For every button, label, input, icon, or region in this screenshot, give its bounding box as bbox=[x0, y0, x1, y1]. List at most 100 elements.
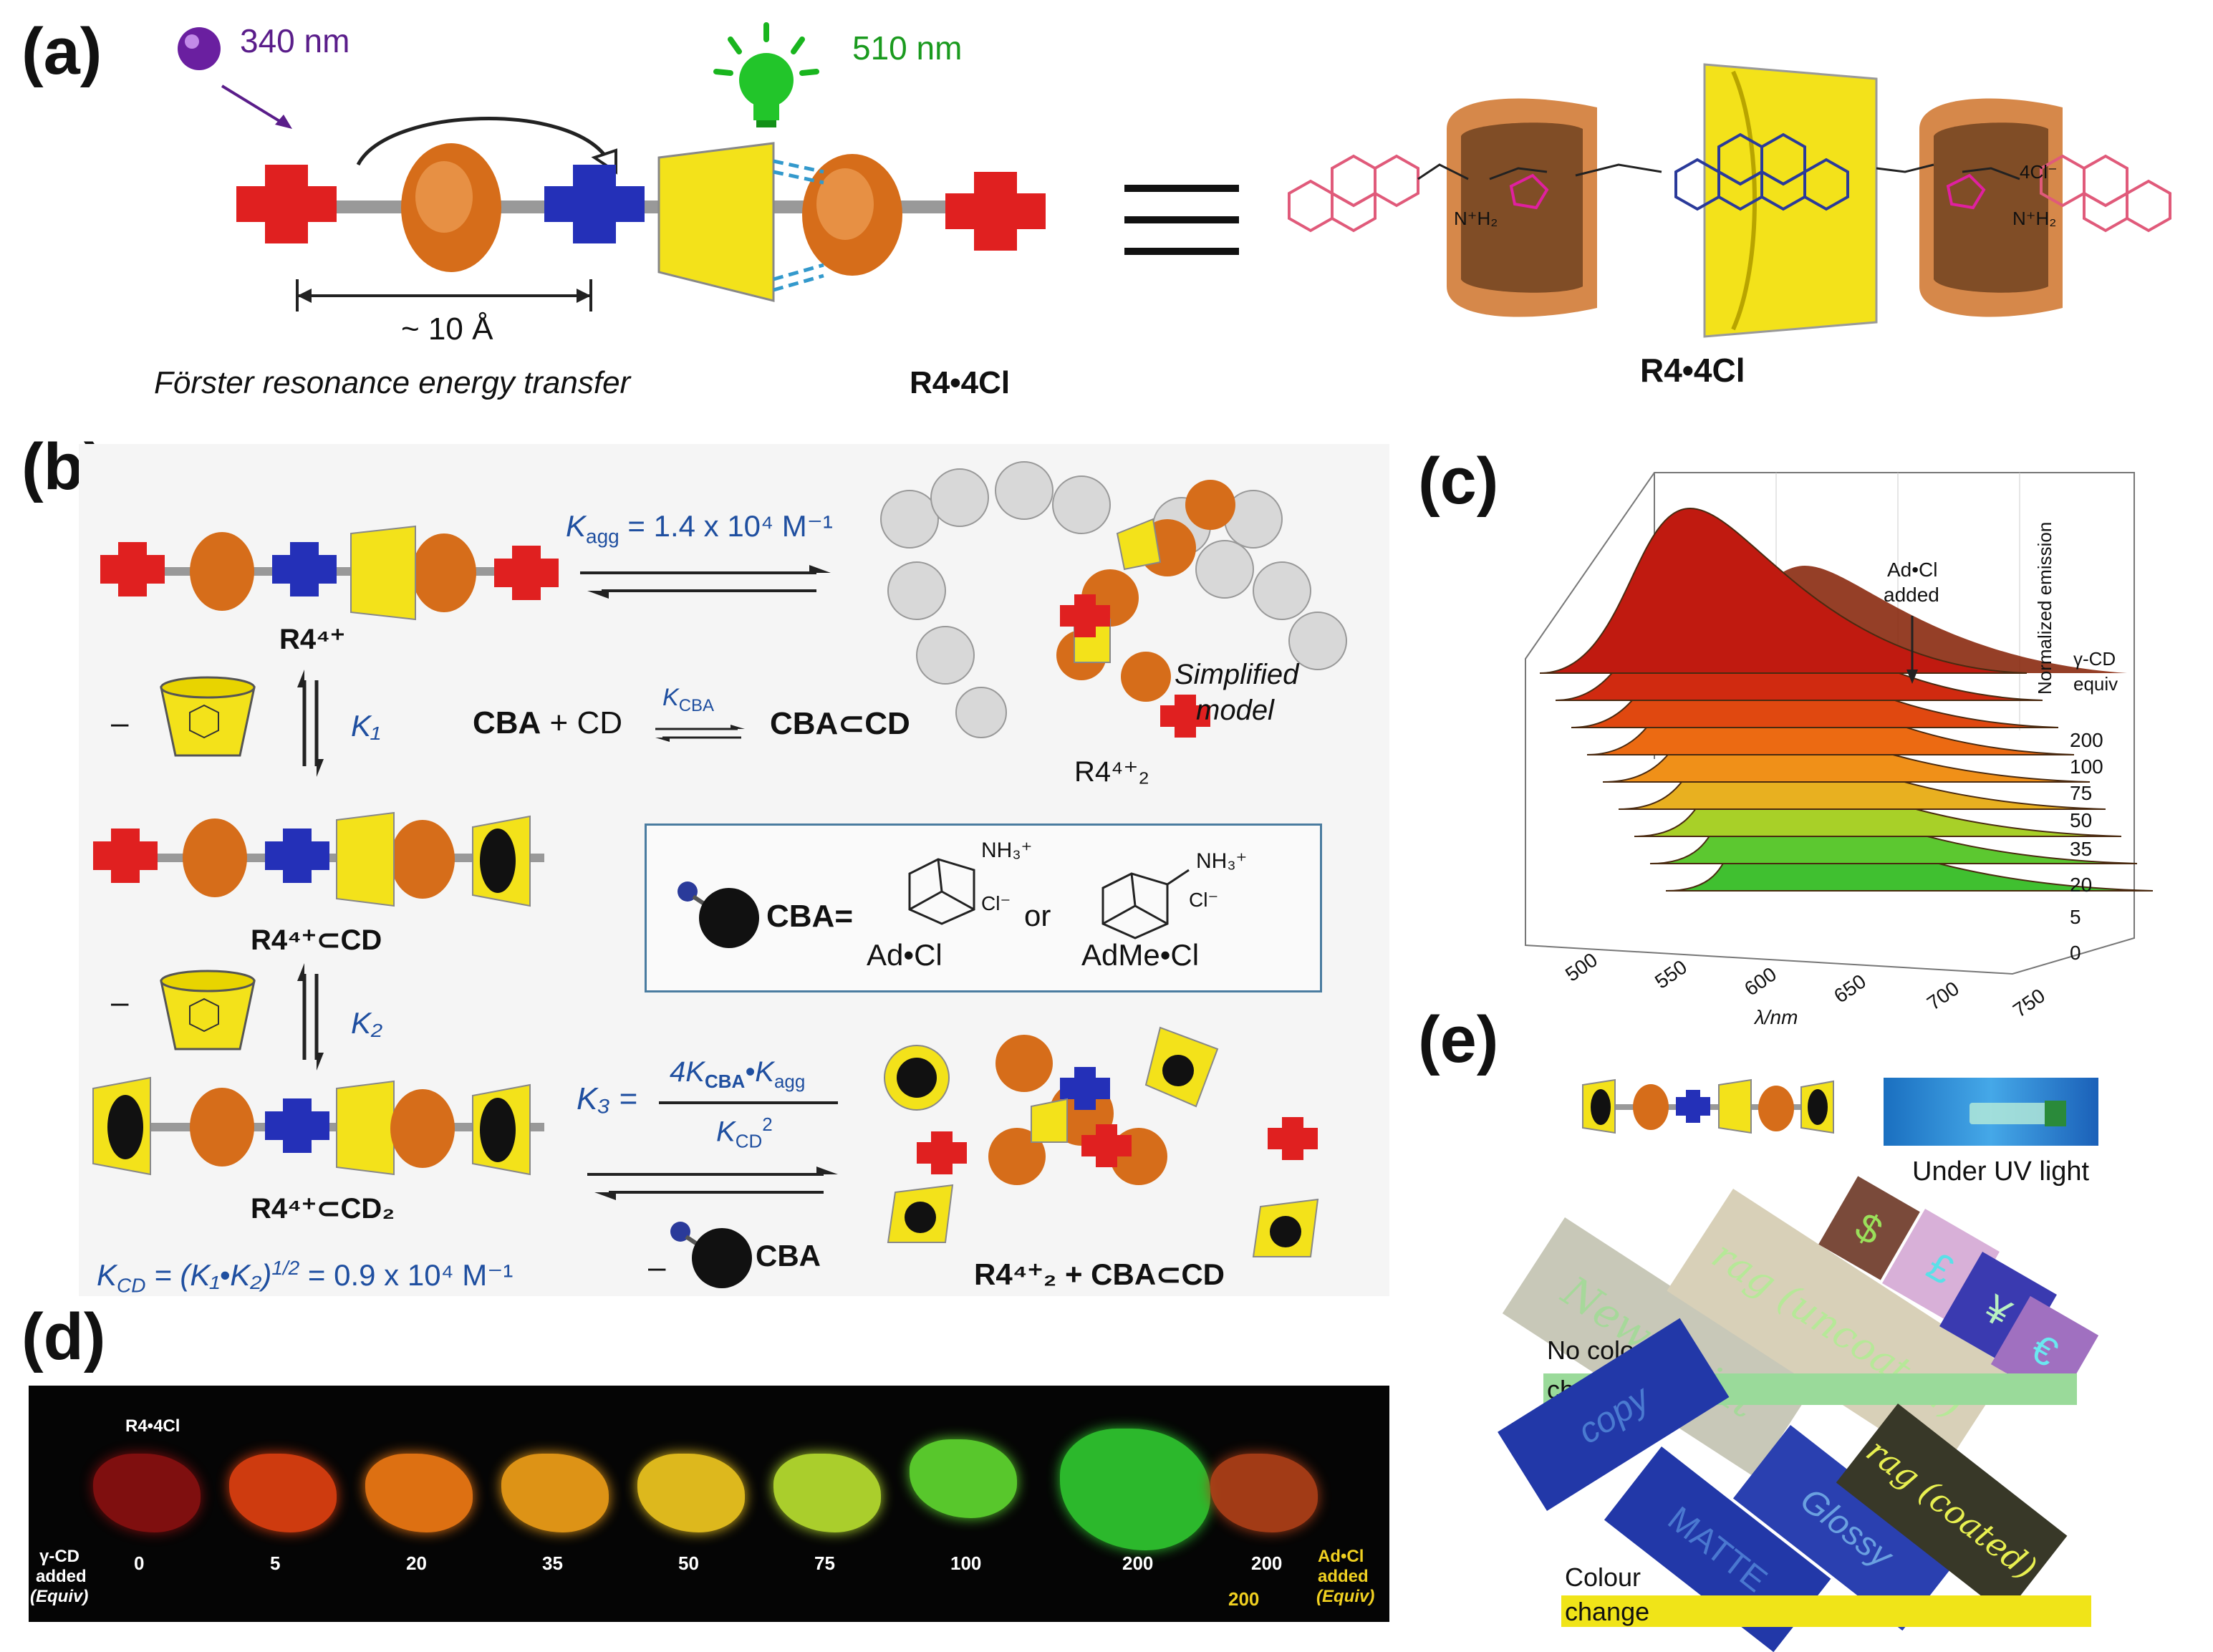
z-tick-50: 50 bbox=[2070, 809, 2093, 831]
cba-cd-product: CBA⊂CD bbox=[770, 706, 910, 741]
k3-num-sub2: agg bbox=[773, 1071, 806, 1092]
kcd-sub: CD bbox=[117, 1274, 146, 1297]
cba-reactant: CBA bbox=[473, 705, 541, 740]
k3-den-symbol: K bbox=[716, 1116, 736, 1148]
equilibrium-arrow-k3 bbox=[587, 1166, 838, 1200]
panel-label-d: (d) bbox=[21, 1300, 106, 1373]
rotaxane-diagram-left bbox=[236, 142, 1046, 302]
panel-label-e: (e) bbox=[1418, 1003, 1499, 1076]
equilibrium-arrow-agg bbox=[580, 565, 831, 599]
k3-den-sup: 2 bbox=[762, 1114, 773, 1135]
sample-blob bbox=[229, 1454, 337, 1532]
compound-label-left: R4•4Cl bbox=[910, 365, 1011, 400]
rotaxane-mini bbox=[1582, 1078, 1834, 1134]
sample-value-label: 50 bbox=[678, 1552, 699, 1574]
paper-copy-label: copy bbox=[1571, 1377, 1657, 1452]
note-pound-symbol: £ bbox=[1919, 1242, 1962, 1293]
nh2-right: N⁺H₂ bbox=[2012, 208, 2057, 229]
z-tick-0: 0 bbox=[2070, 942, 2081, 964]
sample-blob bbox=[501, 1454, 609, 1532]
first-sample-label: R4•4Cl bbox=[125, 1416, 180, 1436]
z-tick-5: 5 bbox=[2070, 906, 2081, 928]
right-label-3: (Equiv) bbox=[1316, 1587, 1375, 1606]
k3-den-sub: CD bbox=[735, 1130, 763, 1152]
equiv-label: equiv bbox=[2073, 673, 2118, 695]
sample-blob bbox=[1210, 1454, 1318, 1532]
adcl-annotation: Ad•Cl bbox=[1887, 559, 1938, 581]
k3-num-sub: CBA bbox=[704, 1071, 746, 1092]
uv-photo bbox=[1884, 1078, 2098, 1146]
cyclodextrin-icon-1 bbox=[160, 676, 256, 757]
cba-def-label: CBA= bbox=[766, 899, 854, 934]
y-axis-label: Normalized emission bbox=[2034, 521, 2055, 695]
rotaxane-r4-cd2 bbox=[92, 1076, 544, 1176]
uv-caption: Under UV light bbox=[1912, 1156, 2090, 1187]
waterfall-spectra-plot bbox=[1525, 472, 2154, 975]
panel-label-c: (c) bbox=[1418, 445, 1499, 518]
k3-numerator: 4KCBA•Kagg bbox=[670, 1056, 805, 1093]
emission-wavelength: 510 nm bbox=[852, 29, 963, 67]
product-cluster bbox=[884, 1026, 1319, 1257]
kcd-equation: KCD = (K₁•K₂)1/2 = 0.9 x 10⁴ M⁻¹ bbox=[97, 1257, 513, 1297]
sample-blob bbox=[637, 1454, 745, 1532]
change-label-2: change bbox=[1565, 1597, 1650, 1626]
k1-label: K₁ bbox=[351, 709, 381, 743]
k3-num-symbol: 4K bbox=[670, 1056, 705, 1088]
excitation-source-icon bbox=[178, 27, 221, 70]
kagg-value: = 1.4 x 10⁴ M⁻¹ bbox=[619, 509, 833, 543]
uv-vial bbox=[1969, 1103, 2048, 1124]
sample-value-label: 200 bbox=[1251, 1552, 1283, 1574]
gcd-label: γ-CD bbox=[2073, 648, 2116, 670]
sample-blob bbox=[93, 1454, 201, 1532]
equivalence-sign bbox=[1124, 185, 1239, 255]
nh3-label-1: NH₃⁺ bbox=[981, 839, 1033, 862]
minus-sign-1: – bbox=[111, 705, 129, 740]
kagg-symbol: K bbox=[566, 509, 587, 543]
minus-sign-2: – bbox=[111, 985, 129, 1020]
chemical-structure bbox=[1288, 63, 2171, 338]
cba-definition-box bbox=[645, 823, 1322, 992]
excitation-wavelength: 340 nm bbox=[240, 22, 350, 59]
nh2-left: N⁺H₂ bbox=[1454, 208, 1498, 229]
adamantane-structure-2 bbox=[1101, 869, 1190, 939]
cyclodextrin-icon-2 bbox=[160, 970, 256, 1050]
lightbulb-icon bbox=[713, 22, 819, 127]
k3-num-symbol2: •K bbox=[745, 1056, 774, 1088]
sample-value-label: 20 bbox=[406, 1552, 427, 1574]
r4-dimer-label: R4⁴⁺₂ bbox=[1074, 756, 1149, 788]
sample-value-label: 0 bbox=[134, 1552, 145, 1574]
uv-vial-cap bbox=[2045, 1101, 2066, 1126]
rotaxane-r4 bbox=[100, 525, 559, 621]
right-label-1: Ad•Cl bbox=[1318, 1547, 1364, 1566]
kcd-symbol: K bbox=[97, 1258, 117, 1292]
sample-blob bbox=[365, 1454, 473, 1532]
or-label: or bbox=[1024, 899, 1051, 932]
kcd-sup: 1/2 bbox=[271, 1257, 300, 1279]
kcba-label: KCBA bbox=[662, 684, 714, 716]
cl-label-1: Cl⁻ bbox=[981, 892, 1011, 914]
admecl-label: AdMe•Cl bbox=[1081, 938, 1200, 972]
colour-change-bar bbox=[1561, 1595, 2091, 1627]
left-label-2: added bbox=[36, 1567, 87, 1586]
kagg-label: Kagg = 1.4 x 10⁴ M⁻¹ bbox=[566, 508, 833, 548]
sample-value-label: 200 bbox=[1122, 1552, 1154, 1574]
compound-label-right: R4•4Cl bbox=[1640, 352, 1745, 389]
z-tick-75: 75 bbox=[2070, 782, 2093, 804]
sample-blob bbox=[910, 1439, 1017, 1518]
k3-fraction-bar bbox=[659, 1101, 838, 1104]
rotaxane-r4-cd bbox=[93, 811, 544, 907]
k3-denominator: KCD2 bbox=[716, 1114, 773, 1152]
sample-value-label: 100 bbox=[950, 1552, 982, 1574]
simplified-label: Simplified bbox=[1175, 659, 1299, 690]
sample-value-label: 5 bbox=[270, 1552, 281, 1574]
cd-reactant: + CD bbox=[541, 705, 623, 740]
kcba-symbol: K bbox=[662, 684, 679, 711]
kcd-rest: = (K₁•K₂) bbox=[145, 1258, 272, 1292]
sample-blob bbox=[773, 1454, 881, 1532]
cba-label-b: CBA bbox=[756, 1239, 821, 1272]
counterion-label: 4Cl⁻ bbox=[2020, 161, 2058, 183]
r4-cd-label: R4⁴⁺⊂CD bbox=[251, 924, 382, 956]
sample-value-label: 75 bbox=[814, 1552, 835, 1574]
r4-label: R4⁴⁺ bbox=[279, 624, 346, 655]
equilibrium-arrow-k1 bbox=[297, 670, 324, 777]
